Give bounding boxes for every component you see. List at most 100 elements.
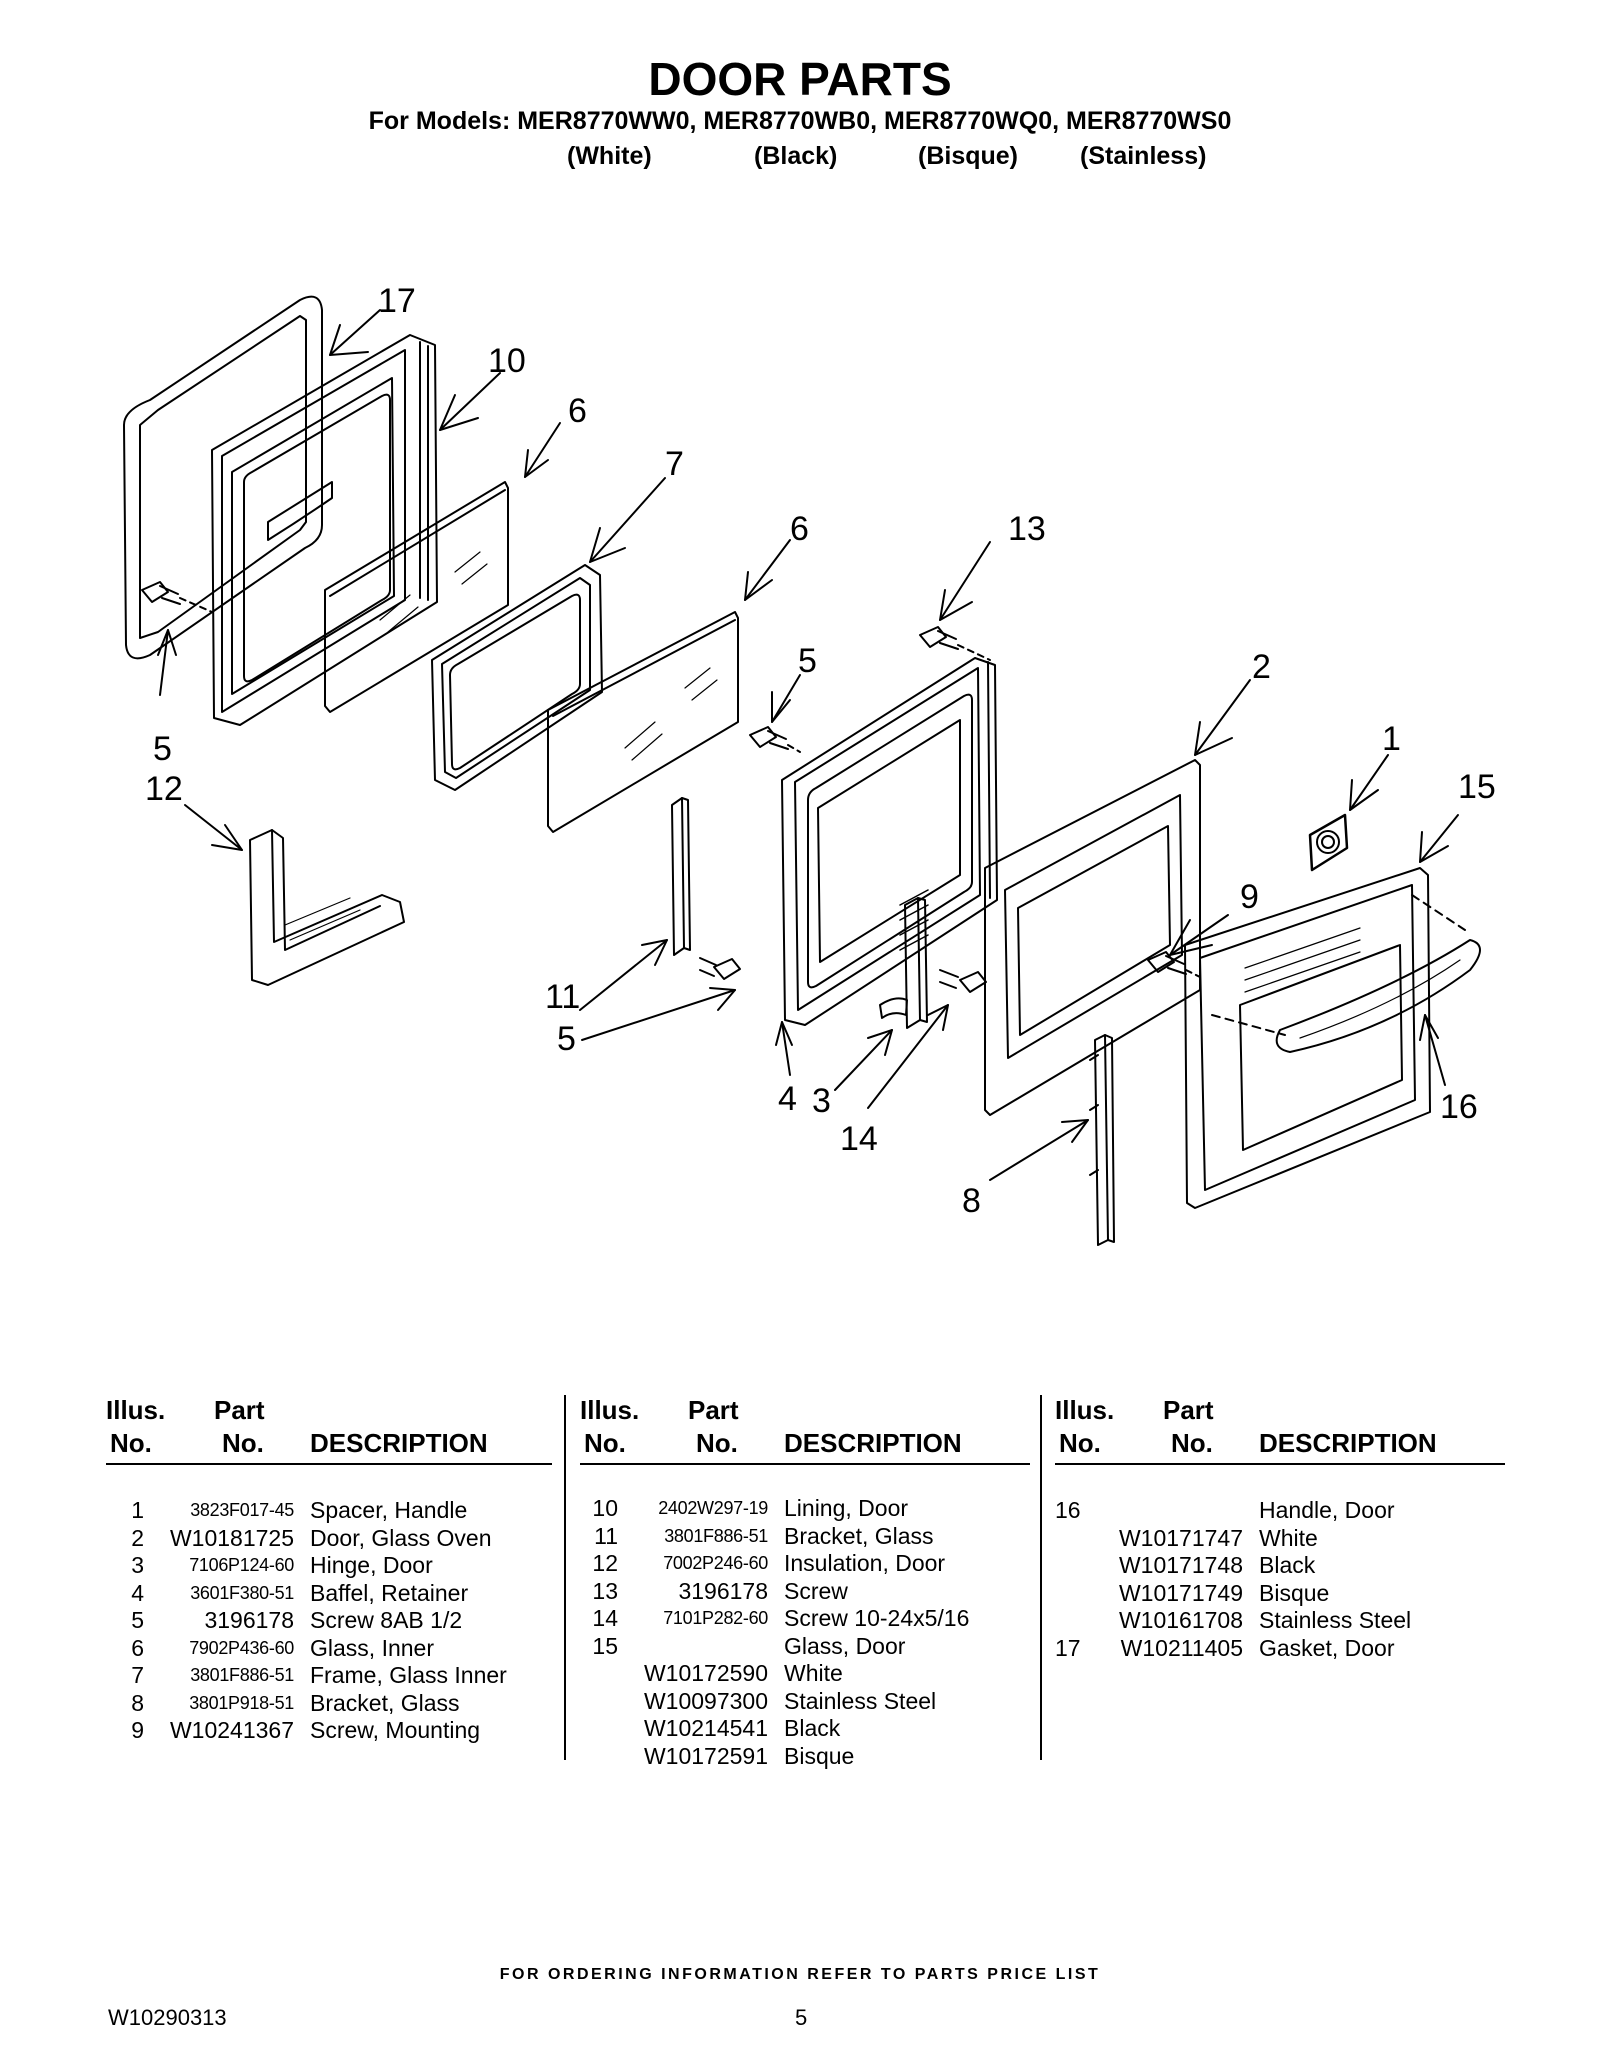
part-number: W10181725	[169, 1524, 294, 1551]
part-description: Frame, Glass Inner	[310, 1662, 507, 1688]
part-number: W10097300	[643, 1687, 768, 1714]
illus-number: 11	[594, 1522, 618, 1549]
callout-5-bottom: 5	[557, 1020, 576, 1058]
part-number: 3801F886-51	[190, 1665, 294, 1685]
part-description: Baffel, Retainer	[310, 1579, 469, 1606]
callout-11: 11	[545, 978, 580, 1016]
table-row: W10161708 Stainless Steel	[1055, 1607, 1505, 1635]
table-row: 2 W10181725 Door, Glass Oven	[106, 1525, 552, 1553]
part-number: 3801P918-51	[189, 1692, 294, 1713]
callout-13: 13	[1008, 510, 1046, 548]
lining-door-part	[211, 334, 438, 726]
part-number: 3823F017-45	[190, 1500, 294, 1520]
table-header: Illus. No. Part No. DESCRIPTION	[580, 1395, 1030, 1465]
finish-stainless: (Stainless)	[1080, 142, 1207, 170]
header-description: DESCRIPTION	[784, 1428, 962, 1458]
handle-door-part	[1275, 939, 1481, 1053]
part-number: 7101P282-60	[663, 1608, 768, 1628]
part-number: W10161708	[1118, 1607, 1243, 1633]
screw-guide-lines	[179, 597, 1201, 978]
callout-10: 10	[488, 342, 526, 380]
illus-number: 7	[131, 1662, 144, 1688]
table-row: W10171749 Bisque	[1055, 1580, 1505, 1608]
finish-black: (Black)	[754, 142, 838, 170]
table-header: Illus. No. Part No. DESCRIPTION	[1055, 1395, 1505, 1465]
illus-number: 15	[592, 1632, 618, 1659]
bracket-glass-part-8	[1089, 1034, 1115, 1246]
illus-number: 1	[131, 1497, 144, 1523]
screw-part-mid	[749, 726, 789, 750]
header-description: DESCRIPTION	[310, 1428, 488, 1458]
part-description: Door, Glass Oven	[310, 1524, 492, 1551]
part-number: 3601F380-51	[190, 1582, 294, 1603]
leader-lines	[157, 309, 1459, 1181]
illus-number: 5	[131, 1607, 144, 1633]
part-description: Bisque	[1259, 1579, 1330, 1606]
part-description: Handle, Door	[1259, 1497, 1395, 1523]
header-description: DESCRIPTION	[1259, 1428, 1437, 1458]
header-illus-no: No.	[110, 1428, 152, 1458]
illus-number: 12	[592, 1550, 618, 1576]
callout-7: 7	[665, 445, 684, 483]
gasket-door-part	[123, 295, 323, 660]
header-part: Part	[1163, 1395, 1214, 1425]
part-description: Black	[1259, 1552, 1316, 1578]
part-number: W10171747	[1118, 1524, 1243, 1551]
illus-number: 10	[592, 1495, 618, 1521]
column-divider-2	[1040, 1395, 1042, 1760]
screw-part-lower	[699, 957, 741, 980]
page-title: DOOR PARTS	[648, 53, 952, 105]
table-row: 1 3823F017-45 Spacer, Handle	[106, 1497, 552, 1525]
screw-part-13	[919, 626, 959, 650]
glass-door-outer-part	[1184, 867, 1431, 1209]
illus-number: 14	[592, 1605, 618, 1631]
header-illus-no: No.	[1059, 1428, 1101, 1458]
header-part: Part	[214, 1395, 265, 1425]
illus-number: 2	[131, 1524, 144, 1551]
callout-14: 14	[840, 1120, 878, 1158]
table-row: 14 7101P282-60 Screw 10-24x5/16	[580, 1605, 1030, 1633]
callout-8: 8	[962, 1182, 981, 1220]
part-description: Bracket, Glass	[784, 1522, 934, 1549]
illus-number: 9	[131, 1717, 144, 1743]
door-glass-oven-part	[984, 759, 1201, 1116]
illus-number: 3	[131, 1552, 144, 1578]
header-part-no: No.	[222, 1428, 264, 1458]
illus-number: 4	[131, 1579, 144, 1606]
part-description: Screw 8AB 1/2	[310, 1607, 463, 1633]
models-line: For Models: MER8770WW0, MER8770WB0, MER8…	[368, 107, 1232, 135]
column-divider-1	[564, 1395, 566, 1760]
finish-white: (White)	[567, 142, 652, 170]
header-part-no: No.	[1171, 1428, 1213, 1458]
part-number: 7002P246-60	[663, 1553, 768, 1573]
page-number: 5	[795, 2005, 808, 2030]
part-description: Screw 10-24x5/16	[784, 1605, 970, 1631]
part-description: Spacer, Handle	[310, 1497, 468, 1523]
illus-number: 17	[1055, 1634, 1081, 1661]
part-description: Stainless Steel	[1259, 1607, 1412, 1633]
part-number: W10171749	[1118, 1579, 1243, 1606]
header-part-no: No.	[696, 1428, 738, 1458]
part-description: Black	[784, 1715, 841, 1741]
callout-1: 1	[1382, 720, 1401, 758]
table-row: W10097300 Stainless Steel	[580, 1688, 1030, 1716]
hinge-door-part	[879, 889, 929, 1029]
part-description: Lining, Door	[784, 1495, 909, 1521]
callout-17: 17	[378, 282, 416, 320]
part-description: Stainless Steel	[784, 1687, 937, 1714]
part-number: W10172591	[643, 1742, 768, 1769]
